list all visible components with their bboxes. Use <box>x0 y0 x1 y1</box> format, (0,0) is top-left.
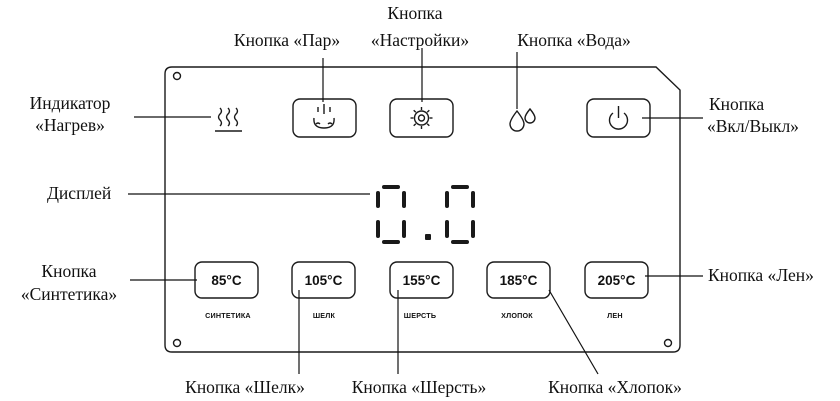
temp-button-label: ШЕРСТЬ <box>404 311 436 320</box>
callout-heat-indicator-line-1: Индикатор <box>30 93 111 113</box>
temp-value: 155°C <box>403 273 441 288</box>
gear-icon <box>410 107 433 129</box>
temp-button-label: ЛЕН <box>607 311 623 320</box>
temp-value: 85°C <box>211 273 241 288</box>
temp-button-silk[interactable]: 105°C <box>291 261 356 299</box>
callout-cotton: Кнопка «Хлопок» <box>548 377 682 397</box>
seven-segment-display <box>376 185 475 244</box>
temp-value: 185°C <box>500 273 538 288</box>
steam-button[interactable] <box>292 98 357 138</box>
display-decimal-point <box>425 234 431 240</box>
heat-waves-icon <box>215 107 242 132</box>
callout-heat-indicator-line-2: «Нагрев» <box>35 115 105 135</box>
temp-button-label: ШЕЛК <box>313 311 336 320</box>
temp-button-linen[interactable]: 205°C <box>584 261 649 299</box>
callout-power-line-1: Кнопка <box>709 94 764 114</box>
callout-silk: Кнопка «Шелк» <box>185 377 305 397</box>
temp-value: 205°C <box>598 273 636 288</box>
panel-outline <box>164 66 681 353</box>
callout-settings-line-2: «Настройки» <box>371 30 469 50</box>
temp-button-label: СИНТЕТИКА <box>205 311 251 320</box>
screw-hole-bottom-left <box>172 338 182 348</box>
leader-lines <box>128 48 703 375</box>
callout-power-line-2: «Вкл/Выкл» <box>707 116 799 136</box>
temp-button-label: ХЛОПОК <box>501 311 533 320</box>
temp-button-synthetics[interactable]: 85°C <box>194 261 259 299</box>
callout-display: Дисплей <box>47 183 111 203</box>
display-digit-1 <box>376 185 406 244</box>
callout-wool: Кнопка «Шерсть» <box>352 377 487 397</box>
callout-water: Кнопка «Вода» <box>517 30 631 50</box>
temp-button-wool[interactable]: 155°C <box>389 261 454 299</box>
display-digit-2 <box>445 185 475 244</box>
settings-button[interactable] <box>389 98 454 138</box>
power-icon <box>608 106 629 130</box>
callout-settings-line-1: Кнопка <box>387 3 442 23</box>
callout-steam: Кнопка «Пар» <box>234 30 340 50</box>
water-drops-icon[interactable] <box>509 107 536 132</box>
callout-linen: Кнопка «Лен» <box>708 265 814 285</box>
callout-synthetics-line-2: «Синтетика» <box>21 284 117 304</box>
screw-hole-bottom-right <box>663 338 673 348</box>
temp-value: 105°C <box>305 273 343 288</box>
callout-synthetics-line-1: Кнопка <box>41 261 96 281</box>
steam-icon <box>313 104 335 129</box>
temp-button-cotton[interactable]: 185°C <box>486 261 551 299</box>
screw-hole-top-left <box>172 71 182 81</box>
power-button[interactable] <box>586 98 651 138</box>
